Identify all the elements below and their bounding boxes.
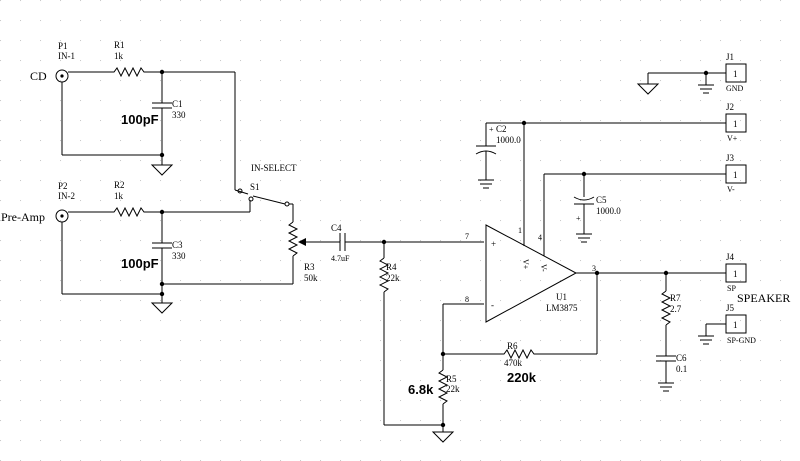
ground-c6 (658, 382, 674, 392)
c5-value: 1000.0 (596, 206, 621, 216)
capacitor-c5: + C5 1000.0 (573, 174, 621, 234)
j2-ref: J2 (726, 102, 734, 112)
resistor-r7: R7 2.7 (660, 273, 682, 356)
r3-ref: R3 (304, 262, 315, 272)
r4-value: 22k (386, 273, 400, 283)
c4-value: 4.7uF (331, 254, 350, 263)
r4-ref: R4 (386, 262, 397, 272)
c5-ref: C5 (596, 195, 607, 205)
preamp-label: Pre-Amp (1, 210, 45, 224)
c6-value: 0.1 (676, 364, 687, 374)
c2-value: 1000.0 (496, 135, 521, 145)
j3-name: V- (727, 185, 735, 194)
ground-j5 (698, 335, 714, 345)
switch-s1: IN-SELECT S1 (237, 163, 297, 207)
u1-ref: U1 (556, 292, 567, 302)
c3-ref: C3 (172, 240, 183, 250)
p1-name: IN-1 (58, 51, 75, 61)
pin-8: 8 (465, 295, 469, 304)
c2-plus: + (489, 125, 494, 134)
pin-vminus-label: V- (539, 264, 548, 272)
opamp-u1: + - 7 8 3 1 4 V+ V- U1 LM3875 (465, 224, 596, 323)
r6-value: 470k (504, 358, 523, 368)
r2-ref: R2 (114, 180, 125, 190)
ground-j1-left (636, 83, 660, 95)
r5-ref: R5 (446, 374, 457, 384)
resistor-r6: R6 470k (500, 341, 538, 368)
cd-label: CD (30, 69, 47, 83)
r7-ref: R7 (670, 293, 681, 303)
r6-note: 220k (507, 370, 537, 385)
c1-ref: C1 (172, 99, 183, 109)
resistor-r5: R5 22k (437, 354, 460, 432)
pin-1: 1 (518, 226, 522, 235)
j5-pin: 1 (733, 320, 738, 330)
r6-ref: R6 (507, 341, 518, 351)
c5-plus: + (576, 214, 581, 223)
c1-value: 330 (172, 110, 186, 120)
j1-pin: 1 (733, 69, 738, 79)
c1-note: 100pF (121, 112, 159, 127)
potentiometer-r3: R3 50k (287, 204, 333, 284)
c3-value: 330 (172, 251, 186, 261)
j3-ref: J3 (726, 153, 735, 163)
j2-name: V+ (727, 134, 738, 143)
capacitor-c1: C1 330 (152, 72, 186, 155)
j2-pin: 1 (733, 119, 738, 129)
j5-name: SP-GND (727, 336, 756, 345)
u1-value: LM3875 (546, 303, 578, 313)
pin-7: 7 (465, 232, 469, 241)
r3-value: 50k (304, 273, 318, 283)
s1-name: IN-SELECT (251, 163, 297, 173)
pin-plus: + (491, 239, 496, 249)
ground-2 (150, 294, 174, 314)
j3-pin: 1 (733, 170, 738, 180)
j4-ref: J4 (726, 252, 735, 262)
speaker-label: SPEAKER (737, 291, 790, 305)
resistor-r1: R1 1k (110, 40, 148, 78)
r5-value: 22k (446, 384, 460, 394)
j1-ref: J1 (726, 52, 734, 62)
c2-ref: C2 (496, 124, 507, 134)
capacitor-c4: C4 4.7uF (331, 223, 484, 263)
p2-ref: P2 (58, 181, 68, 191)
r1-value: 1k (114, 51, 124, 61)
r1-ref: R1 (114, 40, 125, 50)
connector-p2: P2 IN-2 (55, 181, 110, 294)
ground-j1-right (698, 84, 714, 94)
r2-value: 1k (114, 191, 124, 201)
pin-3: 3 (592, 264, 596, 273)
pin-vplus-label: V+ (521, 259, 530, 270)
resistor-r4: R4 22k (378, 242, 400, 425)
capacitor-c2: + C2 1000.0 (475, 122, 524, 180)
connector-p1: P1 IN-1 (55, 41, 110, 155)
pin-minus: - (491, 300, 494, 310)
c4-ref: C4 (331, 223, 342, 233)
capacitor-c3: C3 330 (152, 212, 186, 294)
p2-name: IN-2 (58, 191, 75, 201)
j4-name: SP (727, 284, 736, 293)
pin-4: 4 (538, 233, 542, 242)
j5-ref: J5 (726, 303, 735, 313)
p1-ref: P1 (58, 41, 68, 51)
j1-name: GND (726, 84, 744, 93)
capacitor-c6: C6 0.1 (656, 353, 687, 383)
ground-1 (150, 155, 174, 176)
ground-c2 (478, 179, 494, 189)
ground-r5 (431, 431, 455, 443)
s1-ref: S1 (250, 182, 260, 192)
resistor-r2: R2 1k (110, 180, 148, 218)
c6-ref: C6 (676, 353, 687, 363)
c3-note: 100pF (121, 256, 159, 271)
ground-c5 (576, 233, 592, 243)
r5-note: 6.8k (408, 382, 434, 397)
j4-pin: 1 (733, 269, 738, 279)
r7-value: 2.7 (670, 304, 682, 314)
